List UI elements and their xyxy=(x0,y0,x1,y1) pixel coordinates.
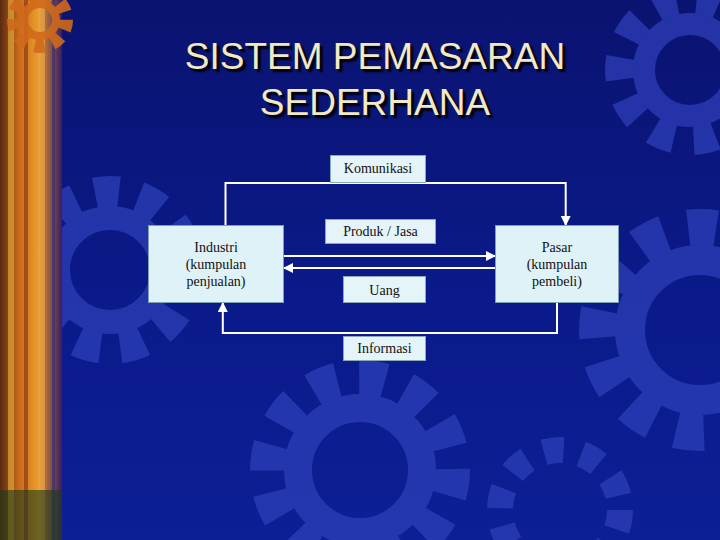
group-box: Pasar (kumpulan pembeli) xyxy=(495,225,619,303)
box-text: Industri (kumpulan penjualan) xyxy=(169,239,263,290)
slide-title: SISTEM PEMASARAN SEDERHANA xyxy=(165,34,585,126)
flow-label: Komunikasi xyxy=(330,155,426,183)
box-text: Pasar (kumpulan pembeli) xyxy=(516,239,598,290)
flow-arrow xyxy=(223,303,557,333)
flow-label: Informasi xyxy=(343,336,426,361)
flow-arrow xyxy=(284,255,495,257)
flow-label: Produk / Jasa xyxy=(325,219,436,244)
flow-arrow xyxy=(284,267,495,269)
group-box: Industri (kumpulan penjualan) xyxy=(148,225,284,303)
flow-label: Uang xyxy=(343,276,426,303)
